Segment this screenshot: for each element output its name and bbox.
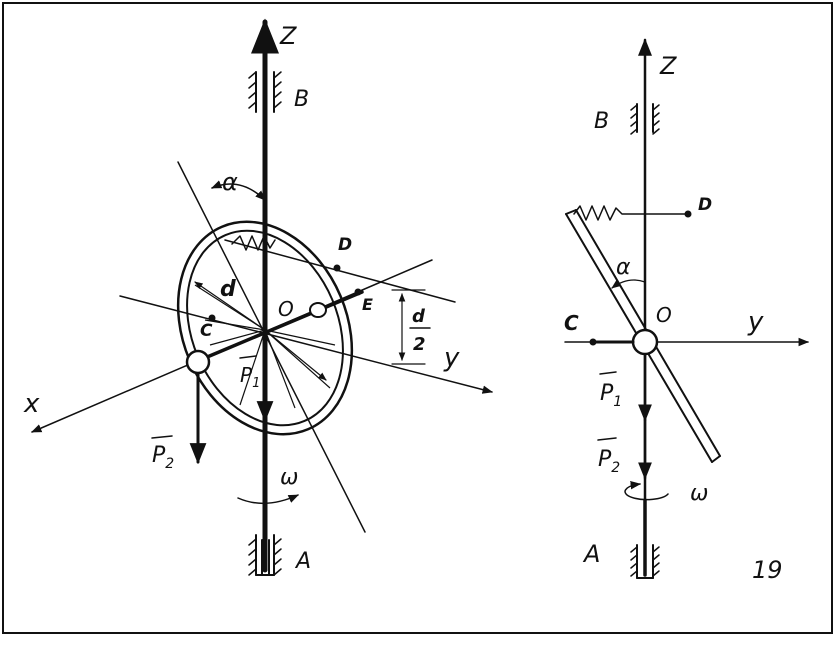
left-label-x: x	[23, 389, 40, 419]
left-label-y: y	[443, 343, 460, 373]
left-label-z: Z	[279, 22, 297, 50]
right-label-p1: P1	[600, 381, 622, 410]
right-label-p2: P2	[598, 447, 620, 476]
left-diagram: Z B α D E d O C d 2 y x P1 P2 ω A	[23, 18, 494, 576]
left-diameter-arrow-1	[194, 281, 266, 331]
left-offset-line	[224, 239, 456, 303]
right-label-a: A	[582, 540, 600, 568]
right-point-d-dot	[684, 210, 692, 218]
right-bearing-a	[630, 544, 660, 579]
left-radial-lines	[194, 284, 336, 409]
right-omega-rotation	[624, 480, 669, 501]
left-point-c-dot	[208, 314, 216, 322]
left-point-d-dot	[333, 264, 341, 272]
left-label-p2: P2	[152, 443, 174, 472]
right-label-b: B	[594, 109, 609, 134]
right-label-c: C	[564, 311, 579, 335]
left-diameter-arrow-2	[264, 329, 327, 381]
right-label-omega: ω	[690, 481, 708, 506]
right-bearing-b	[630, 103, 660, 135]
left-mass-c	[185, 349, 211, 375]
left-spring	[231, 235, 276, 251]
left-label-diameter: d	[220, 277, 236, 302]
left-alpha-arc	[211, 180, 266, 201]
right-ring-edge-cap-bottom	[711, 455, 721, 463]
right-alpha-arc	[611, 279, 646, 289]
left-label-e: E	[362, 295, 373, 314]
left-label-omega: ω	[280, 465, 298, 490]
right-p1-overbar	[599, 371, 617, 375]
left-omega-arc	[237, 494, 299, 504]
left-label-alpha: α	[222, 168, 238, 196]
right-label-y: y	[747, 307, 764, 337]
right-diagram: Z B D α O C y P1 P2 ω A 19	[564, 38, 810, 584]
right-p2-overbar	[597, 437, 617, 441]
left-bearing-b	[248, 71, 282, 113]
left-label-o: O	[278, 297, 294, 321]
left-p2-overbar	[151, 435, 173, 439]
figure-number: 19	[752, 556, 783, 584]
left-label-p1: P1	[240, 363, 260, 391]
right-label-o: O	[656, 303, 672, 327]
left-label-b: B	[294, 87, 309, 112]
left-label-a: A	[294, 549, 311, 574]
left-label-half-num: d	[412, 306, 426, 327]
left-label-half-den: 2	[413, 334, 426, 355]
left-label-d-point: D	[338, 235, 352, 255]
right-point-o-circle	[631, 328, 659, 356]
left-rod	[198, 290, 364, 362]
left-point-e-dot	[354, 288, 362, 296]
left-slider-e	[309, 302, 327, 318]
right-label-d: D	[698, 195, 712, 215]
right-point-c-dot	[589, 338, 597, 346]
right-label-z: Z	[659, 52, 677, 80]
left-p1-overbar	[239, 355, 257, 359]
right-ring-edge-cap-top	[565, 209, 577, 215]
left-bearing-a	[248, 534, 282, 576]
right-spring	[573, 205, 646, 221]
right-label-alpha: α	[616, 255, 631, 280]
left-label-c: C	[200, 321, 213, 341]
left-y-axis	[119, 295, 494, 394]
